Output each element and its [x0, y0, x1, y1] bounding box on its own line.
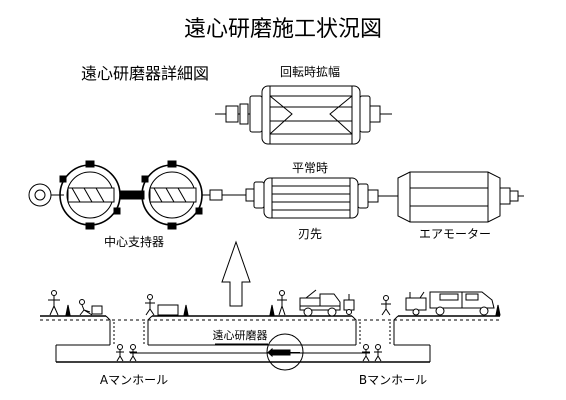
worker-manhole-a-bottom-1 [116, 344, 124, 362]
worker-manhole-b-bottom-1 [362, 344, 370, 362]
label-normal: 平常時 [292, 161, 328, 175]
manhole-b-shaft [351, 315, 399, 345]
label-center-support: 中心支持器 [104, 234, 164, 249]
worker-near-truck [277, 290, 287, 316]
worker-surface-crouch [79, 299, 103, 316]
worker-manhole-a-bottom-2 [129, 344, 137, 362]
label-manhole-b: Bマンホール [359, 373, 427, 387]
grinder-detail-circle [266, 333, 304, 371]
worker-manhole-b-top [381, 295, 391, 316]
label-rotation-expanded: 回転時拡幅 [280, 64, 340, 79]
label-grinder-in-pipe: 遠心研磨器 [213, 329, 268, 342]
manhole-a-shaft [105, 315, 153, 345]
label-manhole-a: Aマンホール [100, 373, 168, 387]
work-van [429, 291, 495, 316]
center-support [28, 160, 223, 230]
ground-surface [40, 315, 500, 321]
worker-manhole-a-top [145, 294, 179, 316]
generator-unit [405, 291, 427, 316]
label-air-motor: エアモーター [419, 227, 491, 241]
label-blade: 刃先 [298, 227, 322, 241]
safety-cones [65, 304, 501, 316]
worker-manhole-b-bottom-2 [374, 344, 382, 362]
support-machine [343, 294, 355, 315]
grinder-in-pipe [267, 347, 300, 358]
blade-normal [222, 177, 396, 219]
worker-surface-left [48, 290, 60, 316]
sewer-pipe [55, 344, 431, 363]
blade-expanded [215, 85, 392, 145]
work-truck [299, 289, 341, 317]
up-arrow-icon [221, 240, 251, 307]
diagram-title: 遠心研磨施工状況図 [184, 17, 382, 42]
air-motor [390, 171, 524, 223]
detail-title: 遠心研磨器詳細図 [81, 64, 209, 83]
